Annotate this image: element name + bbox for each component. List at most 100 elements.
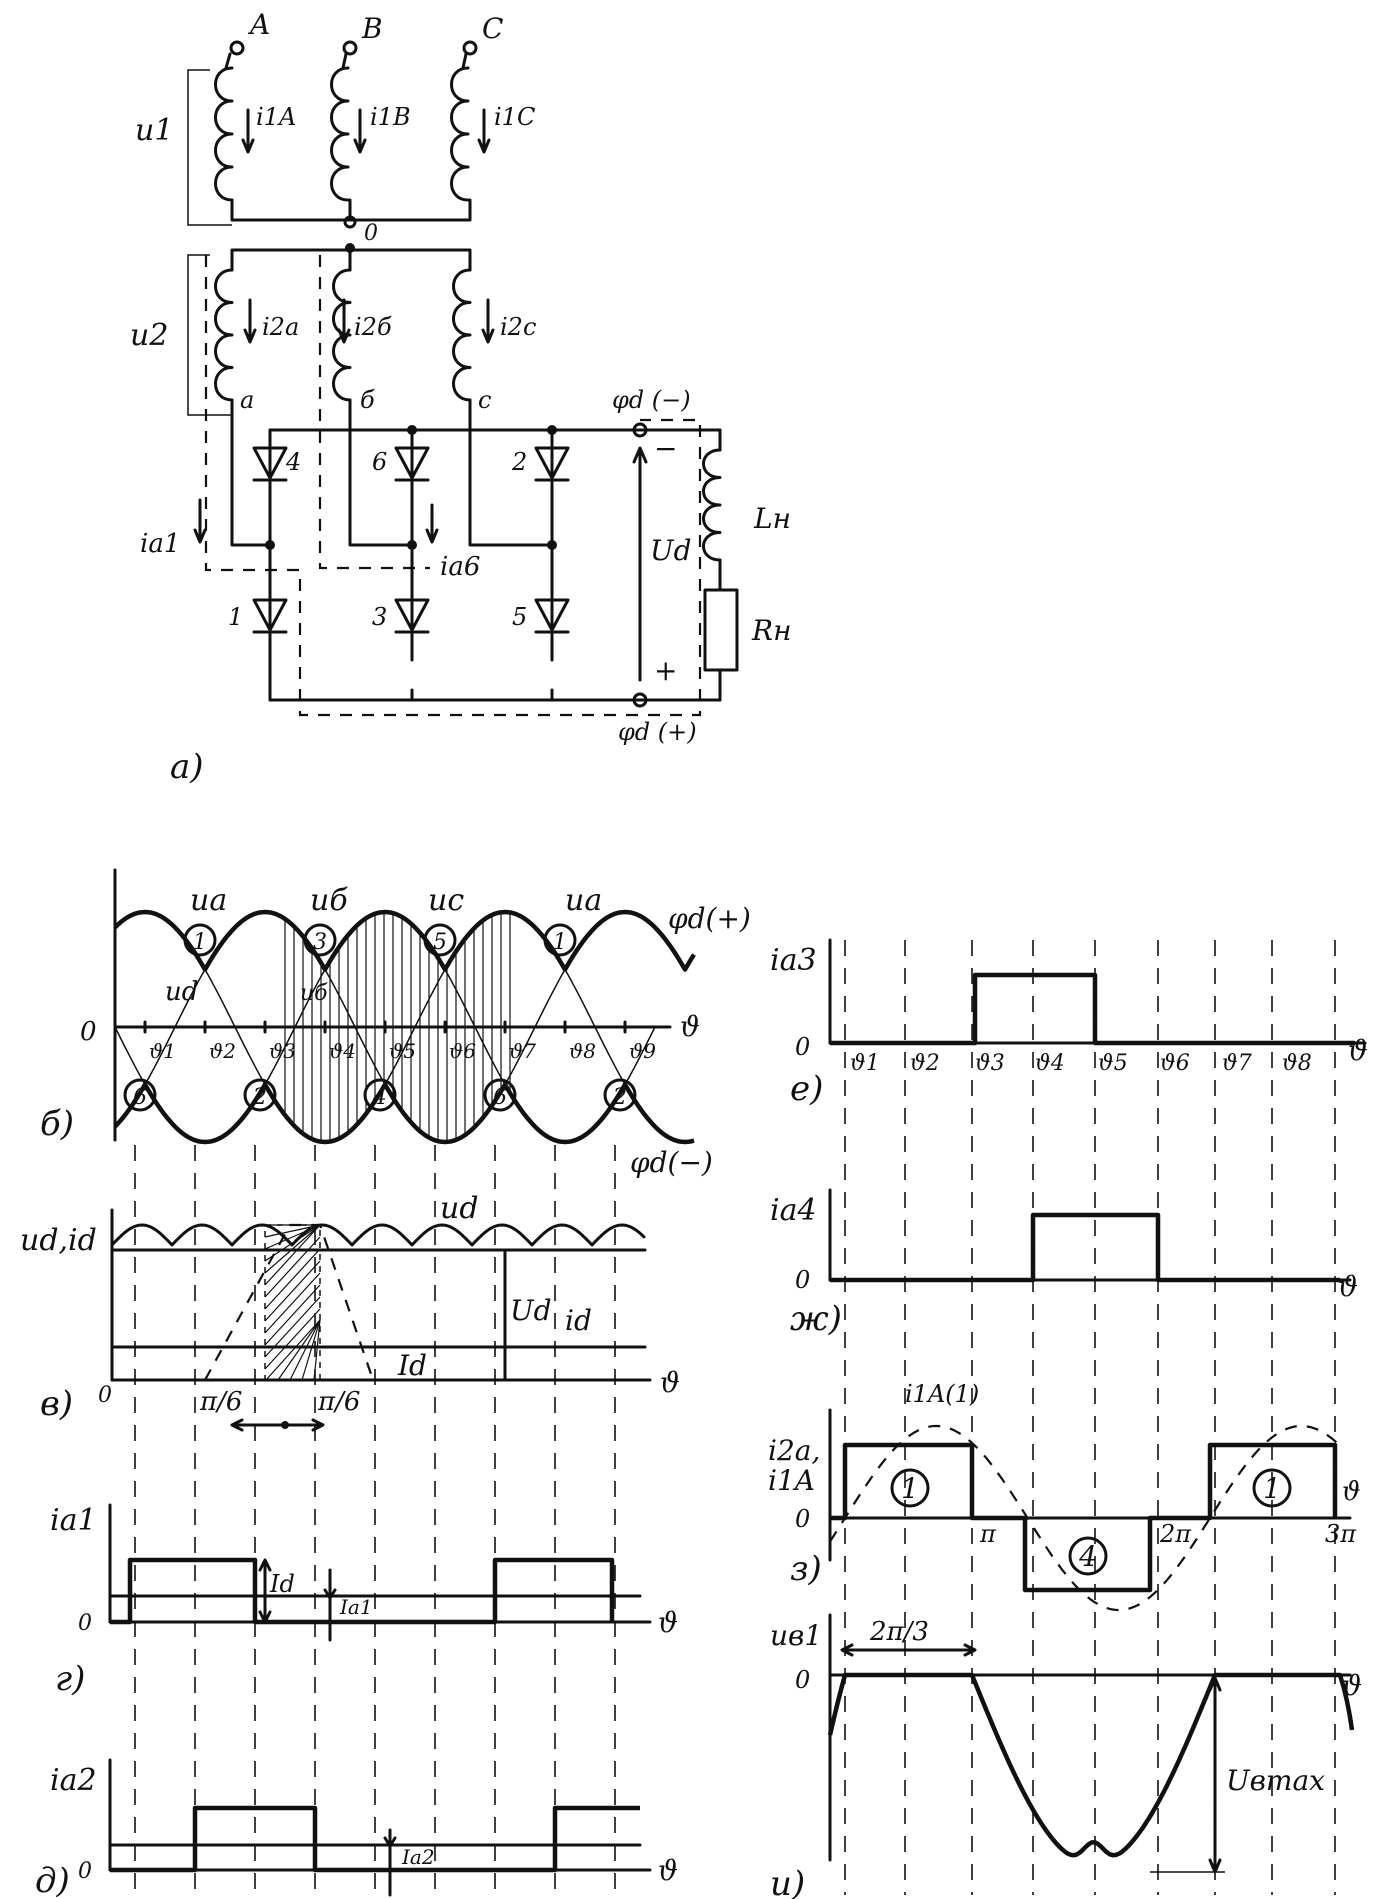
caption-e: е) [790,1069,823,1109]
theta-label: ϑ9 [629,1039,656,1063]
diode-6-icon [394,446,430,482]
lower-interval-circle [483,1078,517,1112]
terminal-c-label: C [482,12,503,45]
plot-e-zero: 0 [795,1033,810,1061]
label-ua-2: ua [565,883,602,918]
plot-g-zero: 0 [78,1611,92,1636]
neutral-point-icon [343,215,357,229]
i2b-label: i2б [354,313,392,341]
caption-zh: ж) [790,1299,842,1339]
plot-g-axis: ϑ [658,1606,678,1639]
secondary-coil-1 [332,268,352,402]
plot-i-max: Uвmax [1226,1764,1325,1797]
plot-z-num-neg: 4 [1078,1540,1097,1573]
primary-coil-2 [450,66,470,202]
current-path-ia6 [318,255,430,570]
hatch-stroke [289,1319,321,1381]
u2-label: u2 [130,318,168,353]
secondary-windings [214,268,472,402]
upper-interval-circle [543,923,577,957]
i2a-label: i2a [262,313,299,341]
plot-z-3pi: 3π [1325,1520,1357,1548]
load-resistor-icon [703,588,739,672]
diode-6-label: 6 [372,448,387,476]
e-theta-label: ϑ7 [1222,1051,1252,1076]
upper-interval-number: 5 [433,930,447,955]
plot-z-ylabel-2: i1A [768,1464,815,1497]
lower-envelope [113,1082,695,1145]
plot-zh-ia4: ia4 0 ϑ ж) [770,1188,1358,1339]
label-ub-small: uб [300,981,328,1006]
terminal-b-label: B [361,12,383,45]
neg-potential-label: φd (−) [612,386,691,414]
lower-interval-number: 2 [612,1085,627,1110]
e-theta-label: ϑ4 [1035,1051,1065,1076]
ia6-label: ia6 [440,552,480,582]
diode-5-label: 5 [512,603,527,631]
lower-interval-number: 2 [252,1085,267,1110]
plot-v-pi6-left: π/6 [199,1387,242,1417]
hatch-stroke [265,1319,321,1381]
ia1-label: ia1 [140,529,180,559]
plot-i-valve-voltage: uв1 0 2π/3 Uвmax ϑ и) [770,1613,1362,1899]
hatch-stroke [264,1224,321,1274]
hatch-stroke [264,1284,321,1346]
plot-z-axis: ϑ [1342,1477,1361,1507]
plot-z-2pi: 2π [1159,1520,1192,1548]
plot-g-ylabel: ia1 [50,1503,97,1538]
label-ub: uб [310,883,348,918]
plot-z-ylabel-1: i2a, [768,1434,820,1467]
plot-v-hatched-area [264,1224,321,1381]
hatch-stroke [264,1260,321,1322]
diode-4-icon [252,446,288,482]
hatch-stroke [264,1224,321,1250]
label-phi-plus: φd(+) [668,902,751,935]
hatch-stroke [264,1248,321,1310]
plot-v-rectified: ud,id ud Ud id Id π/6 π/6 0 ϑ в) [20,1191,680,1432]
i1c-label: i1C [494,103,535,131]
plot-v-ud-top: ud [440,1191,479,1226]
plot-v-axis: ϑ [660,1366,680,1399]
lower-interval-circle [123,1078,157,1112]
label-ua-1: ua [190,883,227,918]
hatch-stroke [264,1236,321,1298]
caption-d: д) [35,1861,70,1899]
theta-label: ϑ8 [569,1039,596,1063]
ud-ripple [110,1223,646,1247]
end-a-label: a [240,386,254,414]
upper-interval-number: 1 [193,930,207,955]
end-c-label: c [478,386,491,414]
diode-3-icon [394,598,430,634]
plot-i-axis: ϑ [1342,1669,1362,1702]
load-r-label: Rн [751,614,792,647]
plot-z-phase-current: 1 4 1 i2a, i1A i1A(1) 0 π 2π 3π ϑ з) [768,1380,1361,1612]
hatch-stroke [264,1308,321,1370]
diode-4-label: 4 [285,448,301,476]
plot-i-zero: 0 [795,1666,810,1694]
theta-label: ϑ7 [509,1039,536,1063]
ia4-waveform [830,1212,1340,1283]
theta-label: ϑ6 [449,1039,476,1063]
hatch-stroke [277,1319,321,1381]
plot-v-id: id [565,1304,592,1337]
upper-interval-circle [183,923,217,957]
end-b-label: б [360,386,375,414]
i1a-label: i1A [256,103,296,131]
plot-v-Ud: Ud [510,1294,552,1327]
lower-interval-number: 4 [372,1085,387,1110]
plot-g-Ia: Ia1 [339,1595,373,1619]
hatch-stroke [264,1224,321,1286]
hatch-stroke [264,1296,321,1358]
i1a-fundamental [829,1424,1344,1612]
theta-label: ϑ1 [149,1039,176,1063]
terminal-a-icon [229,40,245,56]
lower-interval-circle [363,1078,397,1112]
terminal-c-icon [462,40,478,56]
primary-windings [214,66,470,202]
diode-1-icon [252,598,288,634]
terminal-a-label: A [247,8,270,41]
theta-label: ϑ5 [389,1039,416,1063]
